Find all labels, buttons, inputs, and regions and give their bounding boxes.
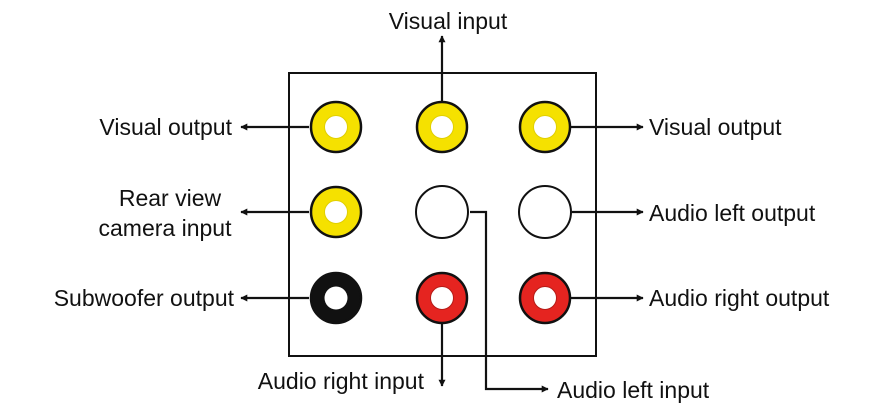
audio-right-input-jack xyxy=(415,271,469,325)
label-visual-input: Visual input xyxy=(389,8,508,34)
label-visual-output-left: Visual output xyxy=(99,114,232,140)
label-visual-output-right: Visual output xyxy=(649,114,782,140)
label-audio-left-output: Audio left output xyxy=(649,200,816,226)
audio-left-input-jack xyxy=(415,185,469,239)
visual-input-jack xyxy=(415,100,469,154)
visual-output-right-jack xyxy=(518,100,572,154)
label-subwoofer-output: Subwoofer output xyxy=(54,285,235,311)
visual-output-left-jack xyxy=(309,100,363,154)
label-rear-view-line2: camera input xyxy=(99,215,233,241)
subwoofer-output-jack xyxy=(309,271,363,325)
arrow-audio-left-input xyxy=(470,210,549,393)
audio-right-output-jack xyxy=(518,271,572,325)
label-audio-right-output: Audio right output xyxy=(649,285,830,311)
rear-view-camera-input-jack xyxy=(309,185,363,239)
label-audio-left-input: Audio left input xyxy=(557,377,710,403)
audio-left-output-jack xyxy=(518,185,572,239)
label-rear-view-line1: Rear view xyxy=(119,185,222,211)
label-audio-right-input: Audio right input xyxy=(258,368,425,394)
